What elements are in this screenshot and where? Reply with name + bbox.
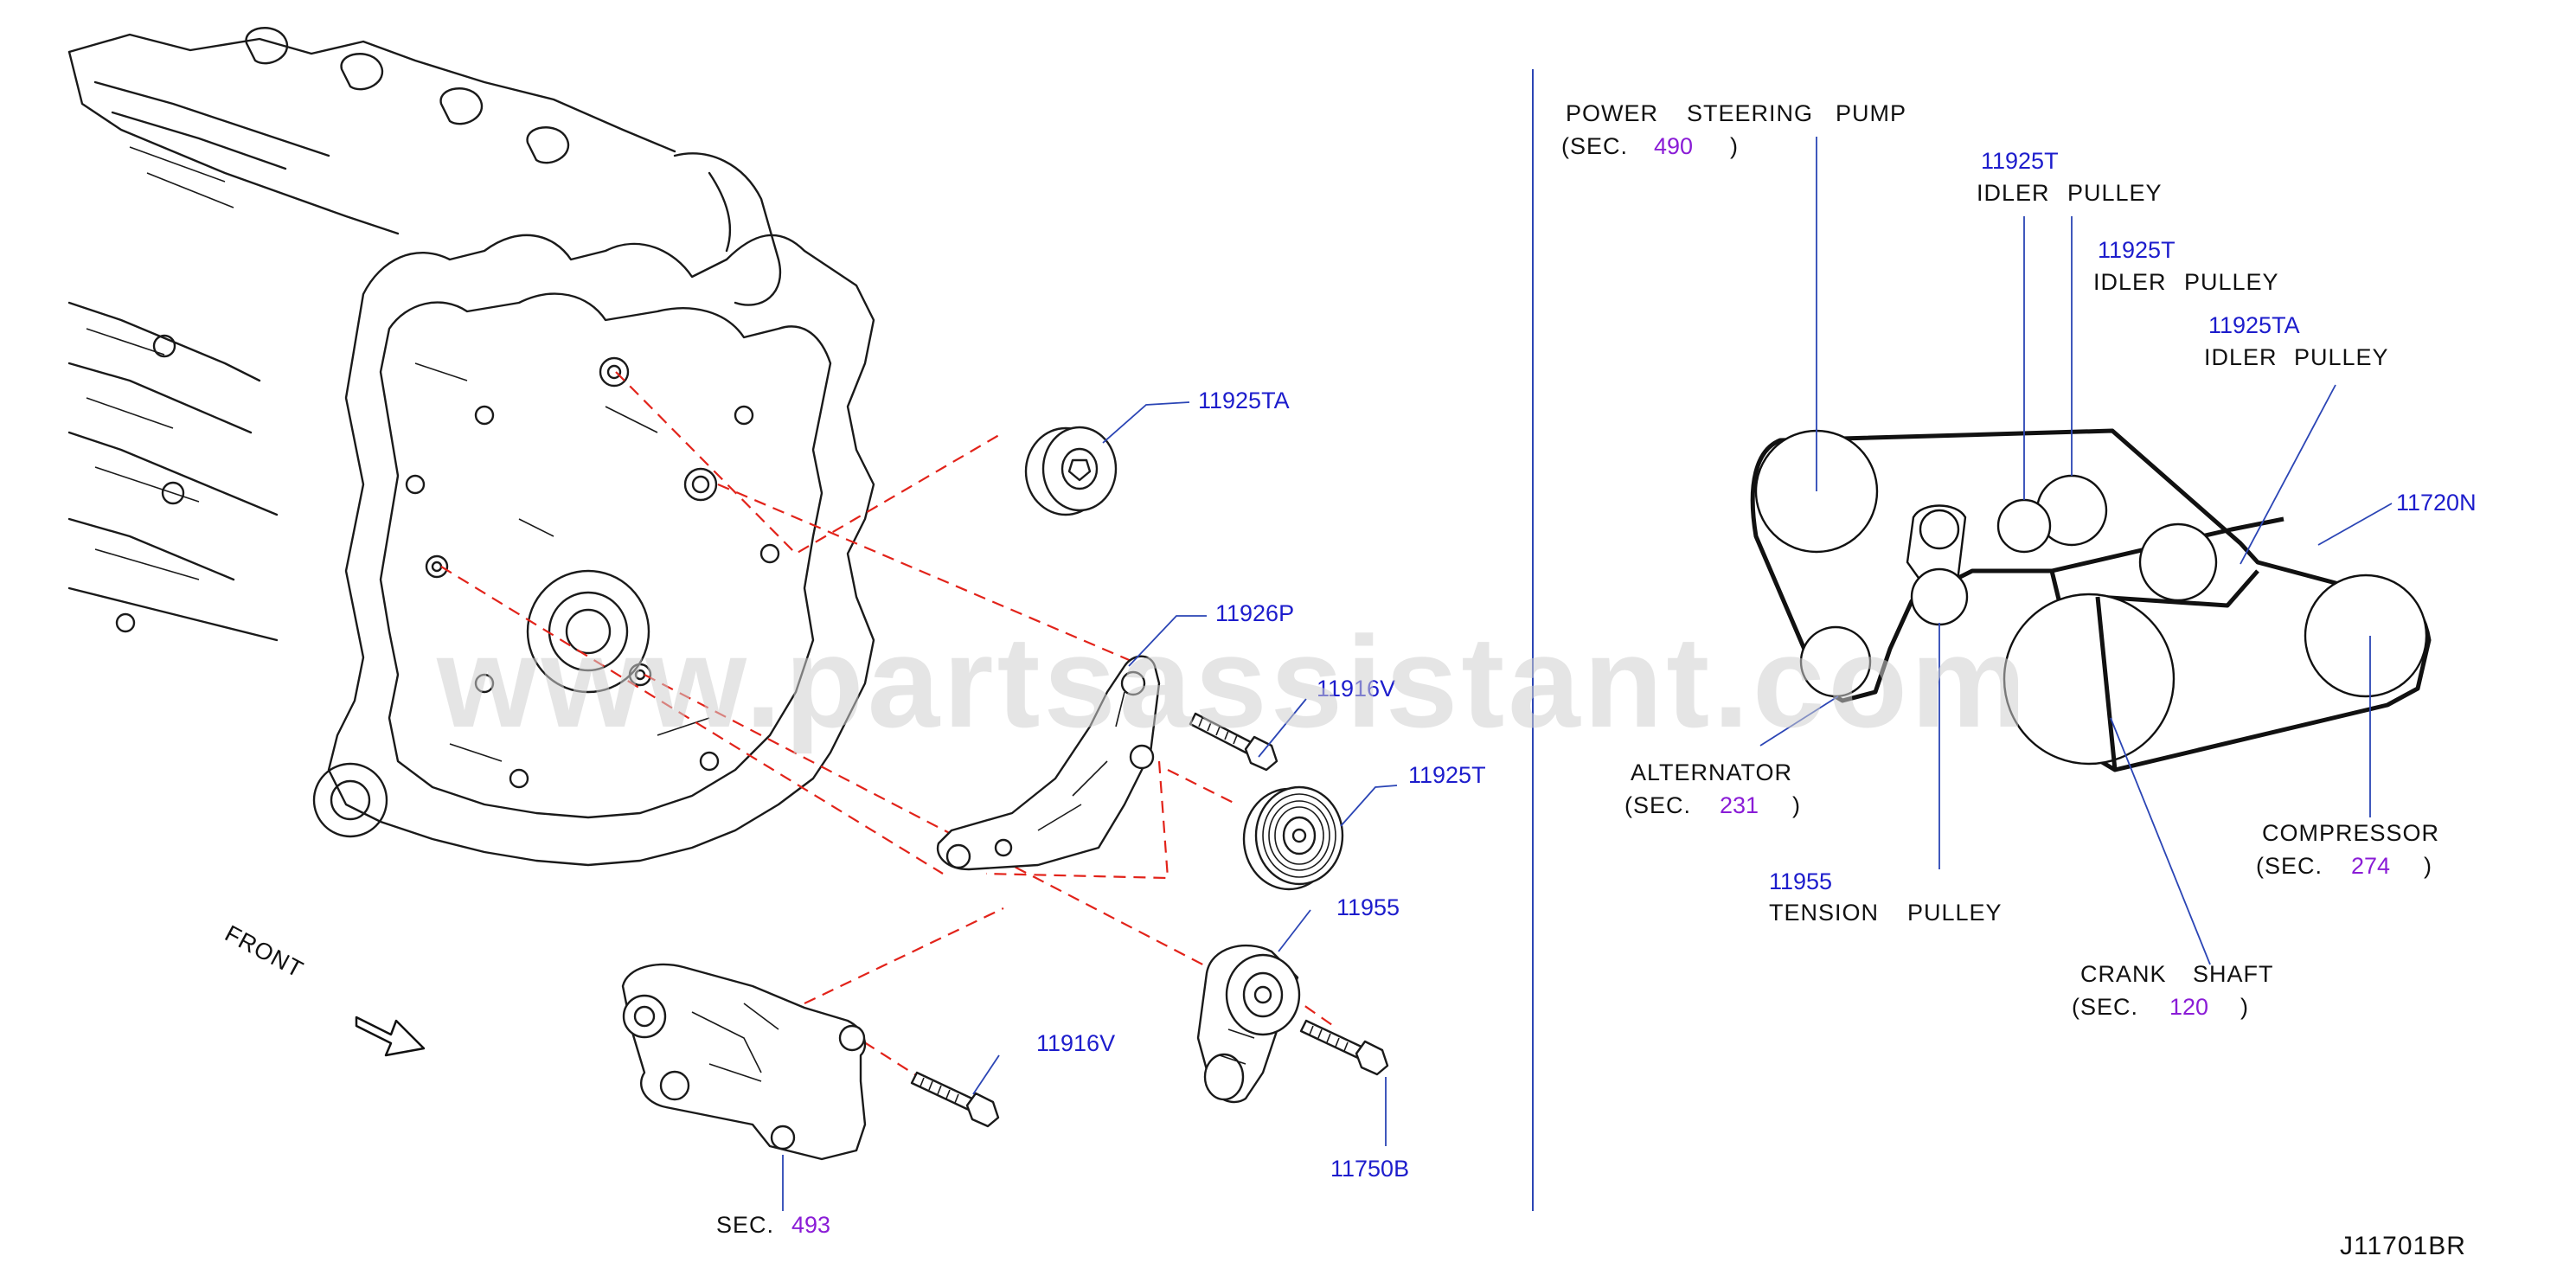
- svg-text:(SEC.: (SEC.: [2072, 994, 2138, 1020]
- tensioner-11955: [1196, 945, 1301, 1104]
- callout-idler-grooved: 11925T: [1408, 762, 1486, 788]
- drawing-code: J11701BR: [2340, 1232, 2466, 1260]
- svg-text:SHAFT: SHAFT: [2193, 961, 2274, 987]
- svg-text:(SEC.: (SEC.: [1624, 792, 1691, 818]
- svg-text:PUMP: PUMP: [1836, 100, 1906, 126]
- svg-text:11925T: 11925T: [1981, 148, 2059, 174]
- svg-text:CRANK: CRANK: [2080, 961, 2167, 987]
- svg-text:11925TA: 11925TA: [2208, 312, 2300, 338]
- front-label: FRONT: [221, 920, 308, 983]
- callout-sec-prefix: SEC.: [716, 1212, 774, 1238]
- bolt-11916v-lower: [910, 1071, 1000, 1128]
- svg-text:274: 274: [2351, 853, 2390, 879]
- svg-text:11925T: 11925T: [2098, 237, 2176, 263]
- svg-text:PULLEY: PULLEY: [1907, 900, 2002, 926]
- svg-text:(SEC.: (SEC.: [1561, 133, 1628, 159]
- svg-text:): ): [2240, 994, 2249, 1020]
- callout-bolt-tensioner: 11750B: [1330, 1156, 1409, 1182]
- svg-text:IDLER: IDLER: [2204, 344, 2278, 370]
- svg-text:): ): [1792, 792, 1801, 818]
- svg-text:11955: 11955: [1769, 868, 1832, 894]
- svg-text:): ): [1730, 133, 1739, 159]
- svg-text:231: 231: [1720, 792, 1759, 818]
- engine-block: [67, 27, 875, 867]
- idler-pulley-11925ta: [1024, 426, 1118, 516]
- svg-text:(SEC.: (SEC.: [2256, 853, 2323, 879]
- svg-text:IDLER: IDLER: [2093, 269, 2167, 295]
- front-arrow-icon: [355, 1016, 426, 1057]
- crank-shaft-label: CRANK SHAFT (SEC. 120 ): [2072, 961, 2274, 1020]
- belt-part-label: 11720N: [2396, 490, 2477, 516]
- svg-text:ALTERNATOR: ALTERNATOR: [1631, 759, 1792, 785]
- mount-bracket-sec493: [621, 963, 867, 1161]
- tension-pulley-label: 11955 TENSION PULLEY: [1769, 868, 2002, 926]
- idler-2-label: 11925T IDLER PULLEY: [2093, 237, 2279, 295]
- callout-bolt-upper: 11916V: [1317, 676, 1395, 702]
- svg-text:120: 120: [2169, 994, 2208, 1020]
- alternator-pulley: [1799, 625, 1872, 698]
- callout-bracket: 11926P: [1215, 600, 1294, 626]
- idler-1-label: 11925T IDLER PULLEY: [1977, 148, 2163, 206]
- assembly-lines: [440, 371, 1333, 1082]
- compressor-pulley: [2304, 574, 2428, 698]
- callout-tensioner: 11955: [1336, 894, 1400, 920]
- svg-text:POWER: POWER: [1566, 100, 1658, 126]
- alternator-label: ALTERNATOR (SEC. 231 ): [1624, 759, 1801, 818]
- idler-3-label: 11925TA IDLER PULLEY: [2204, 312, 2389, 370]
- bracket-11926p: [936, 655, 1161, 871]
- svg-text:STEERING: STEERING: [1687, 100, 1813, 126]
- bolt-11750b: [1299, 1019, 1389, 1076]
- svg-text:TENSION: TENSION: [1769, 900, 1879, 926]
- svg-text:PULLEY: PULLEY: [2067, 180, 2163, 206]
- svg-text:PULLEY: PULLEY: [2294, 344, 2389, 370]
- callout-bolt-lower: 11916V: [1036, 1030, 1115, 1056]
- routing-leaders: [1759, 137, 2393, 965]
- crank-pulley: [2002, 593, 2176, 766]
- tensioner-pulley: [1906, 504, 1969, 626]
- idler-pulley-11925t: [1242, 785, 1344, 891]
- idler-pulley-3: [2138, 522, 2218, 602]
- callout-sec-number: 493: [791, 1212, 830, 1238]
- svg-text:IDLER: IDLER: [1977, 180, 2050, 206]
- svg-text:): ): [2424, 853, 2432, 879]
- idler-pulley-1: [1996, 498, 2052, 554]
- exploded-leaders: [782, 401, 1398, 1211]
- svg-text:PULLEY: PULLEY: [2184, 269, 2279, 295]
- compressor-label: COMPRESSOR (SEC. 274 ): [2256, 820, 2439, 879]
- svg-text:COMPRESSOR: COMPRESSOR: [2262, 820, 2439, 846]
- callout-idler-top: 11925TA: [1198, 388, 1290, 413]
- power-steering-label: POWER STEERING PUMP (SEC. 490 ): [1561, 100, 1906, 159]
- watermark: www.partsassistant.com: [436, 609, 2029, 754]
- svg-text:490: 490: [1654, 133, 1693, 159]
